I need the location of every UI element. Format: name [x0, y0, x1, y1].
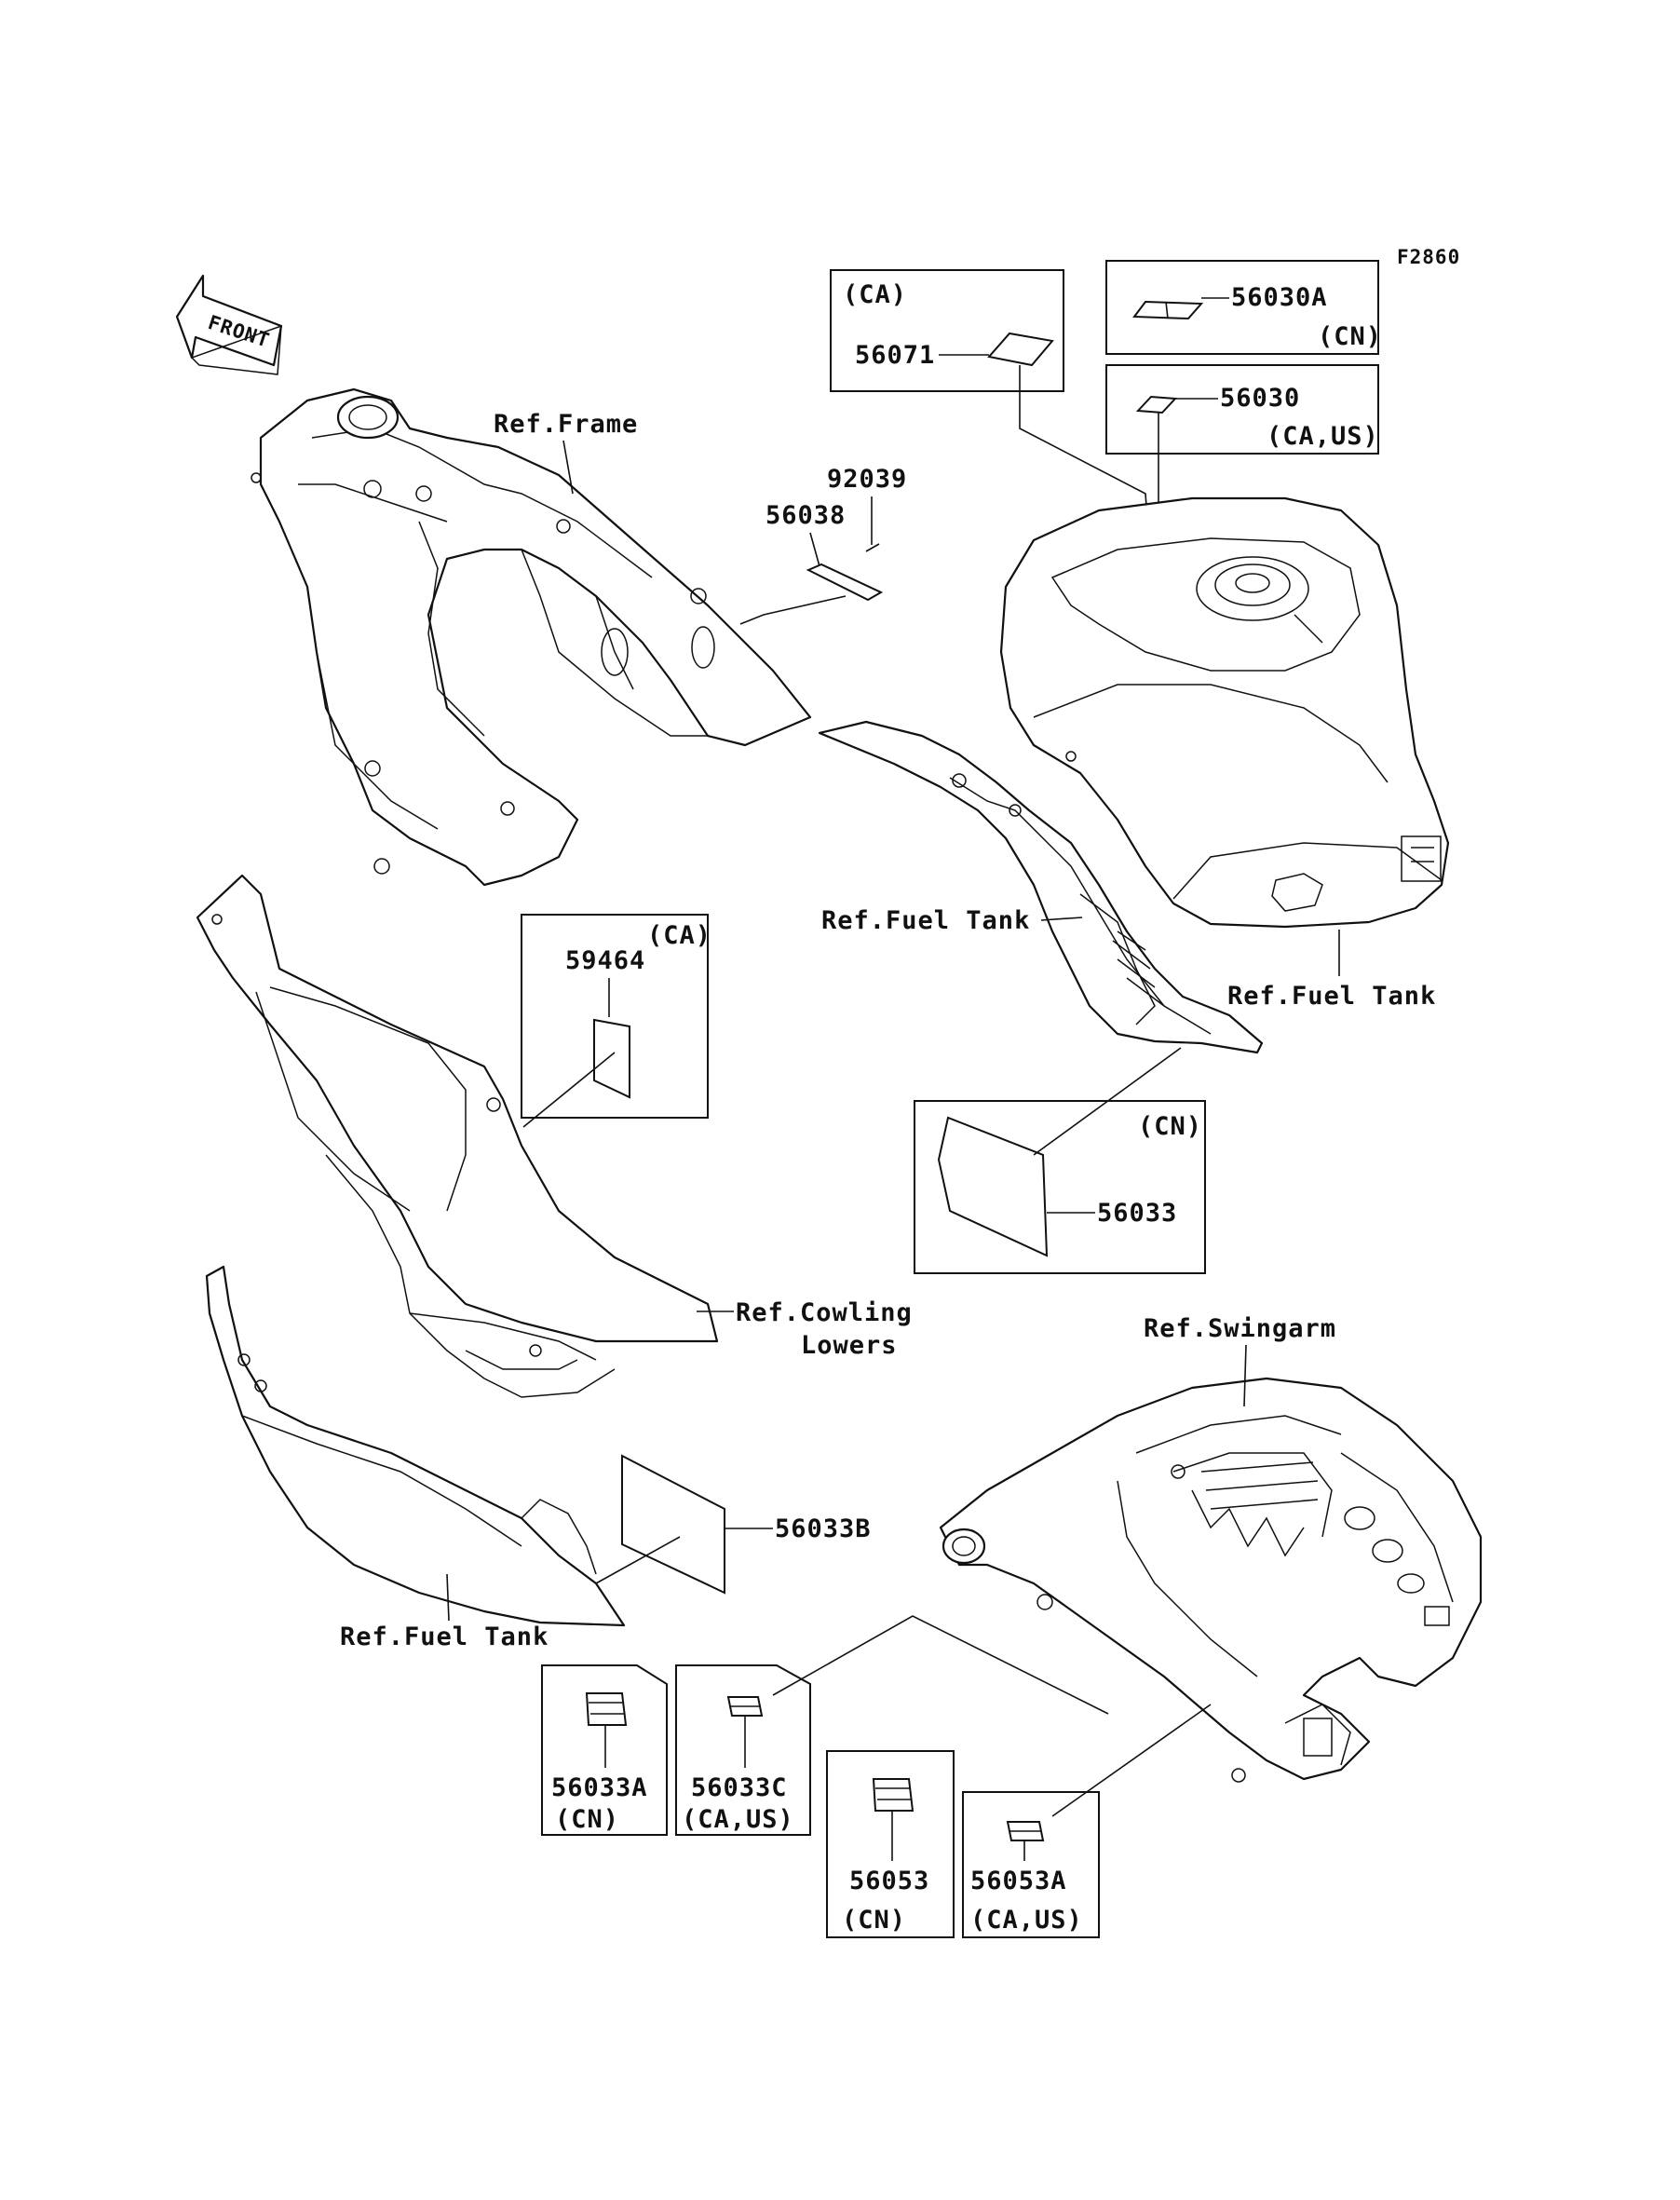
- part-92039-label: 92039: [827, 465, 907, 494]
- box-56030A: [1105, 260, 1379, 355]
- figure-code: F2860: [1397, 246, 1460, 268]
- region-56053-label: (CN): [842, 1906, 906, 1935]
- box-56053: [826, 1750, 955, 1938]
- fuel-tank-drawing: [999, 496, 1450, 929]
- ref-fuel-tank-right-label: Ref.Fuel Tank: [1227, 982, 1436, 1011]
- box-56053A: [962, 1791, 1100, 1938]
- part-56053A-label: 56053A: [970, 1867, 1067, 1895]
- region-56030A-label: (CN): [1318, 322, 1382, 351]
- part-56053-label: 56053: [849, 1867, 929, 1895]
- ref-cowling-label-2: Lowers: [801, 1331, 898, 1360]
- part-56033C-label: 56033C: [691, 1773, 788, 1802]
- decal-56053: [872, 1778, 915, 1812]
- cowling-lower-drawing: [196, 874, 719, 1398]
- region-56033-label: (CN): [1138, 1112, 1202, 1141]
- lower-cover-drawing: [205, 1265, 626, 1627]
- region-56033A-label: (CN): [555, 1805, 619, 1834]
- part-56038-label: 56038: [765, 501, 846, 530]
- region-56071-label: (CA): [843, 280, 907, 309]
- part-56033-label: 56033: [1097, 1199, 1177, 1228]
- part-56071-label: 56071: [855, 341, 935, 370]
- decal-56030: [1135, 395, 1178, 414]
- decal-56038: [806, 563, 884, 602]
- part-59464-label: 59464: [565, 946, 645, 975]
- box-56033: [914, 1100, 1206, 1274]
- region-56033C-label: (CA,US): [682, 1805, 794, 1834]
- frame-drawing: [251, 387, 812, 887]
- decal-56030A: [1132, 300, 1204, 320]
- box-56071: [830, 269, 1064, 392]
- box-56033A: [541, 1664, 668, 1836]
- region-59464-label: (CA): [647, 921, 711, 950]
- ref-swingarm-label: Ref.Swingarm: [1144, 1314, 1336, 1343]
- box-56033C: [675, 1664, 811, 1836]
- swingarm-drawing: [939, 1377, 1483, 1783]
- box-59464: [521, 914, 709, 1119]
- decal-56071: [987, 332, 1054, 367]
- part-56030-label: 56030: [1220, 384, 1300, 413]
- decal-59464: [593, 1018, 630, 1099]
- ref-fuel-tank-lower-label: Ref.Fuel Tank: [340, 1623, 549, 1651]
- decal-56033: [937, 1116, 1049, 1257]
- tank-cover-drawing: [818, 720, 1264, 1054]
- region-56030-label: (CA,US): [1267, 422, 1379, 451]
- front-arrow-icon: FRONT: [175, 274, 283, 375]
- ref-cowling-label-1: Ref.Cowling: [736, 1298, 913, 1327]
- ref-frame-label: Ref.Frame: [494, 410, 638, 439]
- box-56030: [1105, 364, 1379, 455]
- decal-56033B: [621, 1454, 725, 1595]
- region-56053A-label: (CA,US): [970, 1906, 1083, 1935]
- decal-56033A: [585, 1692, 628, 1726]
- part-56030A-label: 56030A: [1231, 283, 1328, 312]
- ref-fuel-tank-upper-label: Ref.Fuel Tank: [821, 906, 1030, 935]
- part-56033B-label: 56033B: [775, 1514, 872, 1543]
- part-56033A-label: 56033A: [551, 1773, 648, 1802]
